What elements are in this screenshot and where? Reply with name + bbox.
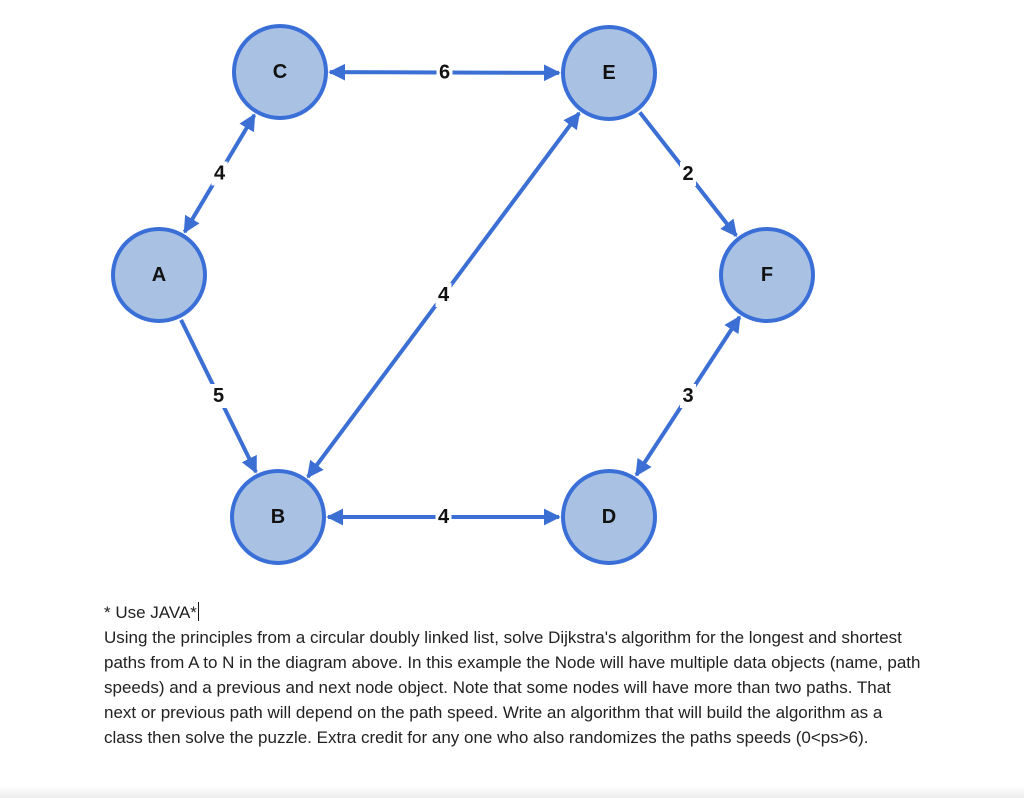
edge-weight-label: 4 [214,163,226,185]
edge-weight-background [680,162,696,186]
question-body: Using the principles from a circular dou… [104,628,921,747]
edge-weight-background [436,60,453,85]
node-d: D [561,469,657,565]
edges-layer: 6 4 2 4 5 3 4 [179,60,742,529]
node-label: F [761,264,773,286]
node-a: A [111,227,207,323]
edge-weight-background [435,283,452,307]
edge-weight-background [435,505,452,529]
node-c: C [232,24,328,120]
question-note-line: * Use JAVA* [104,600,924,625]
edge-a-b: 5 [179,318,258,474]
question-text: * Use JAVA* Using the principles from a … [104,600,924,750]
node-circle [230,469,326,565]
edge-weight-label: 3 [682,385,693,407]
edge-a-c: 4 [182,113,257,234]
node-circle [561,25,657,121]
node-label: D [602,506,616,528]
edge-weight-label: 4 [438,284,450,306]
edge-weight-background [211,161,228,186]
edge-weight-background [680,384,696,408]
edge-c-e: 6 [328,60,561,85]
node-circle [561,469,657,565]
edge-weight-label: 5 [213,385,224,407]
node-label: C [273,61,287,83]
text-cursor [197,602,199,621]
node-circle [719,227,815,323]
node-circle [232,24,328,120]
node-circle [111,227,207,323]
edge-e-f: 2 [638,111,738,237]
edge-weight-label: 2 [682,163,693,185]
edge-b-d: 4 [326,505,561,529]
bottom-fade [0,786,1024,798]
node-f: F [719,227,815,323]
node-e: E [561,25,657,121]
edge-b-e: 4 [306,111,581,479]
nodes-layer: A B C D E F [111,24,815,565]
node-label: A [152,264,166,286]
edge-d-f: 3 [634,315,742,477]
graph-diagram: 6 4 2 4 5 3 4 A B C D E F [111,24,815,565]
node-b: B [230,469,326,565]
node-label: B [271,506,285,528]
question-note: * Use JAVA* [104,603,197,622]
node-label: E [602,62,615,84]
edge-weight-background [210,384,227,408]
edge-weight-label: 6 [439,62,450,84]
edge-weight-label: 4 [438,506,450,528]
